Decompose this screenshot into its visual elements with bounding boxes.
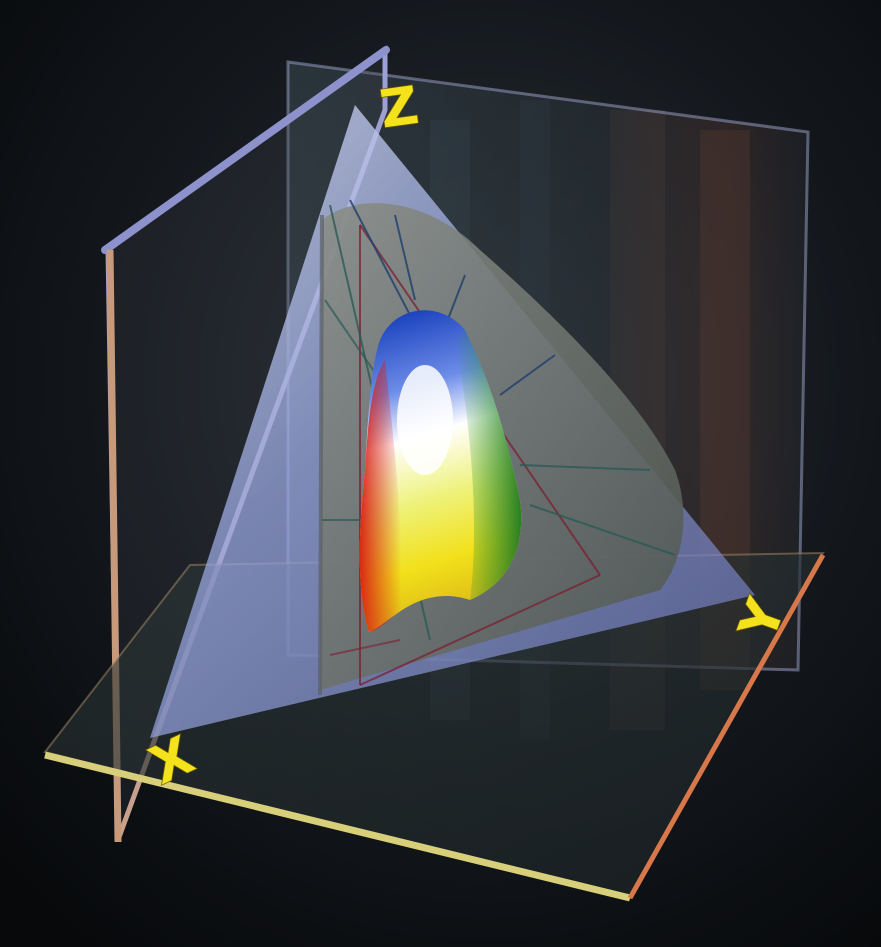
cone-shadow-edge	[320, 215, 322, 695]
